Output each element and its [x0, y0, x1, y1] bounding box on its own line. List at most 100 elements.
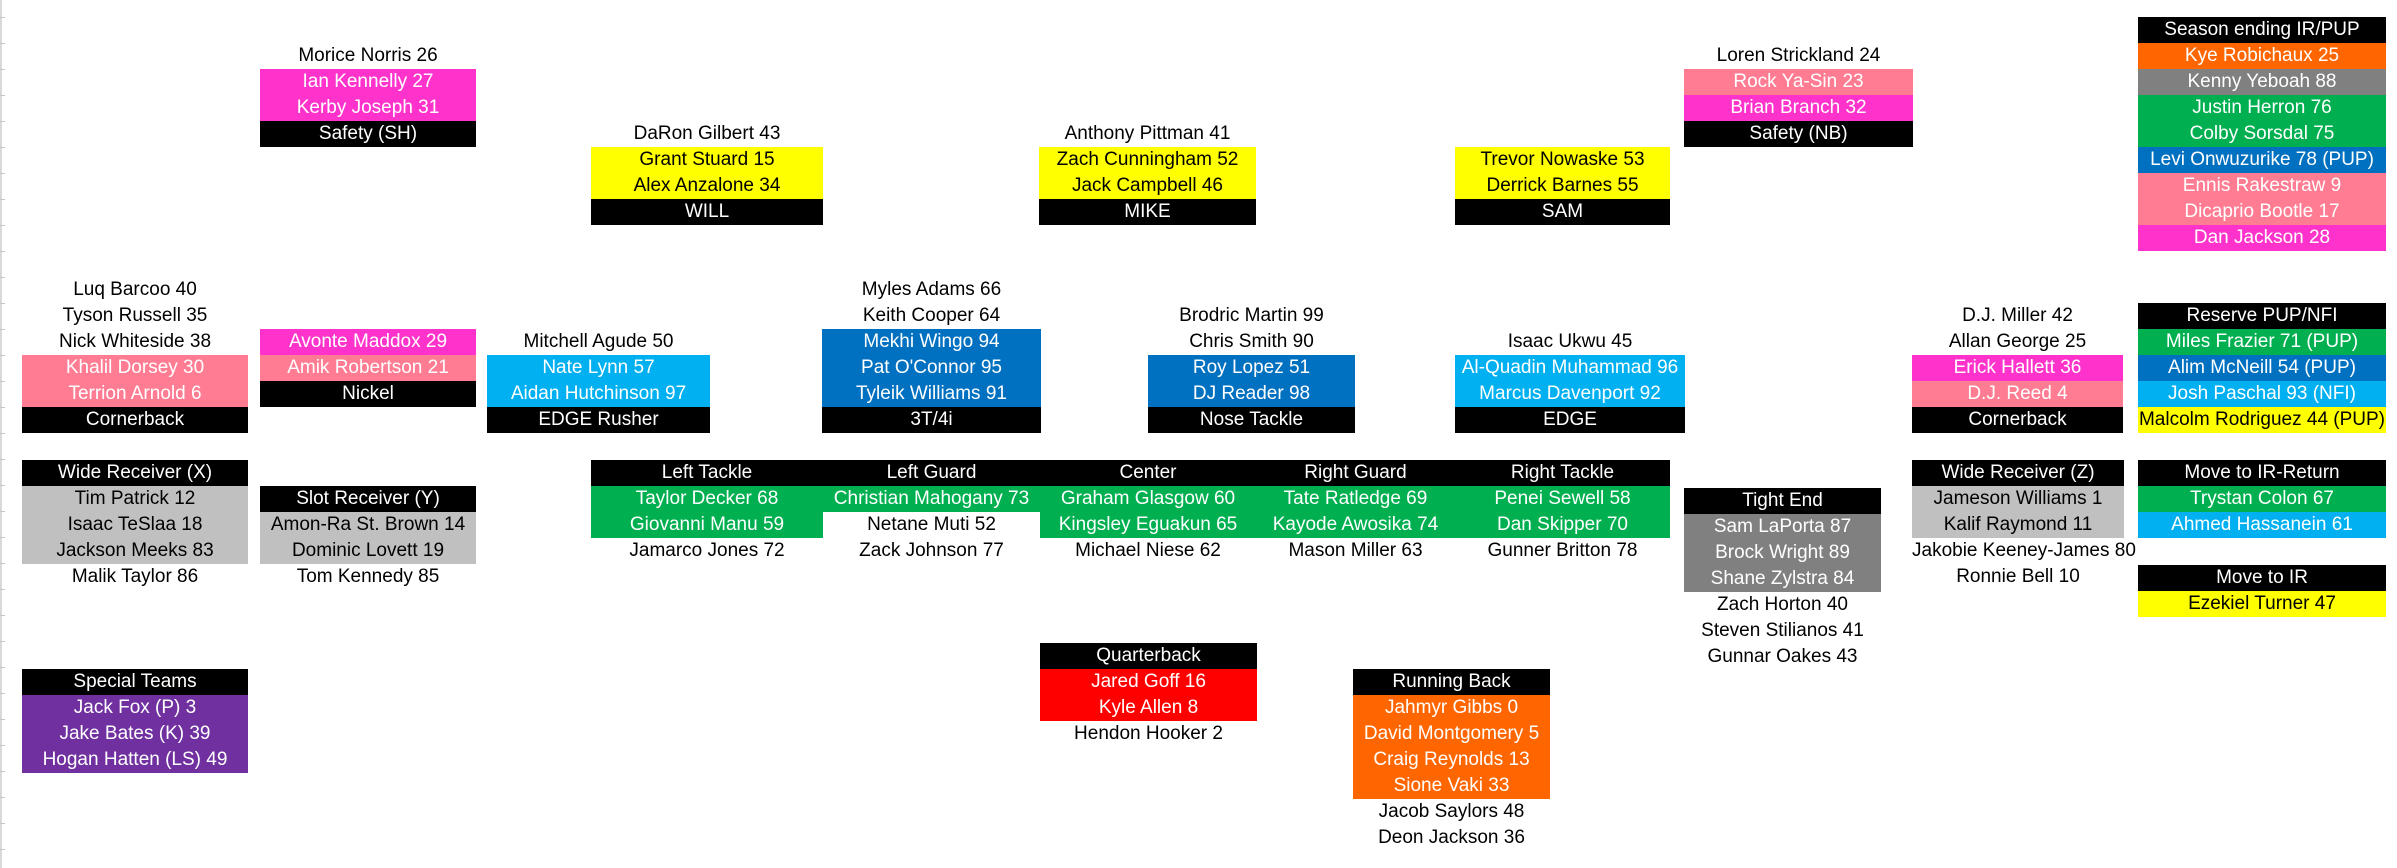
player-cell[interactable]: Erick Hallett 36	[1912, 355, 2123, 381]
player-cell[interactable]: Jacob Saylors 48	[1378, 801, 1525, 822]
player-cell[interactable]: Hendon Hooker 2	[1074, 723, 1223, 744]
player-cell[interactable]: Alim McNeill 54 (PUP)	[2138, 355, 2386, 381]
position-header[interactable]: Slot Receiver (Y)	[260, 486, 476, 512]
player-cell[interactable]: Ian Kennelly 27	[260, 69, 476, 95]
player-cell[interactable]: Chris Smith 90	[1189, 331, 1314, 352]
player-cell[interactable]: Jared Goff 16	[1040, 669, 1257, 695]
player-cell[interactable]: Derrick Barnes 55	[1455, 173, 1670, 199]
player-cell[interactable]: Aidan Hutchinson 97	[487, 381, 710, 407]
player-cell[interactable]: Isaac TeSlaa 18	[22, 512, 248, 538]
player-cell[interactable]: Ahmed Hassanein 61	[2138, 512, 2386, 538]
player-cell[interactable]: Trystan Colon 67	[2138, 486, 2386, 512]
player-cell[interactable]: Al-Quadin Muhammad 96	[1455, 355, 1685, 381]
player-cell[interactable]: Mason Miller 63	[1288, 540, 1423, 561]
position-header[interactable]: Left Guard	[823, 460, 1040, 486]
position-header[interactable]: MIKE	[1039, 199, 1256, 225]
player-cell[interactable]: Brock Wright 89	[1684, 540, 1881, 566]
player-cell[interactable]: Grant Stuard 15	[591, 147, 823, 173]
position-header[interactable]: Move to IR-Return	[2138, 460, 2386, 486]
player-cell[interactable]: David Montgomery 5	[1353, 721, 1550, 747]
player-cell[interactable]: Deon Jackson 36	[1378, 827, 1525, 848]
player-cell[interactable]: Jake Bates (K) 39	[22, 721, 248, 747]
position-header[interactable]: Safety (NB)	[1684, 121, 1913, 147]
player-cell[interactable]: Sam LaPorta 87	[1684, 514, 1881, 540]
player-cell[interactable]: Avonte Maddox 29	[260, 329, 476, 355]
player-cell[interactable]: Gunner Britton 78	[1487, 540, 1638, 561]
player-cell[interactable]: Zach Horton 40	[1717, 594, 1848, 615]
position-header[interactable]: Left Tackle	[591, 460, 823, 486]
player-cell[interactable]: Craig Reynolds 13	[1353, 747, 1550, 773]
player-cell[interactable]: Ronnie Bell 10	[1956, 566, 2080, 587]
player-cell[interactable]: Malik Taylor 86	[71, 566, 199, 587]
player-cell[interactable]: Nate Lynn 57	[487, 355, 710, 381]
player-cell[interactable]: Graham Glasgow 60	[1040, 486, 1256, 512]
player-cell[interactable]: Rock Ya-Sin 23	[1684, 69, 1913, 95]
player-cell[interactable]: Nick Whiteside 38	[58, 331, 212, 352]
player-cell[interactable]: Myles Adams 66	[861, 279, 1002, 300]
player-cell[interactable]: Dan Skipper 70	[1455, 512, 1670, 538]
position-header[interactable]: EDGE Rusher	[487, 407, 710, 433]
player-cell[interactable]: Keith Cooper 64	[862, 305, 1001, 326]
position-header[interactable]: Center	[1040, 460, 1256, 486]
position-header[interactable]: Quarterback	[1040, 643, 1257, 669]
position-header[interactable]: WILL	[591, 199, 823, 225]
player-cell[interactable]: Tyleik Williams 91	[822, 381, 1041, 407]
position-header[interactable]: Cornerback	[1912, 407, 2123, 433]
position-header[interactable]: Season ending IR/PUP	[2138, 17, 2386, 43]
position-header[interactable]: Safety (SH)	[260, 121, 476, 147]
position-header[interactable]: Nose Tackle	[1148, 407, 1355, 433]
player-cell[interactable]: Dominic Lovett 19	[260, 538, 476, 564]
player-cell[interactable]: Luq Barcoo 40	[73, 279, 197, 300]
player-cell[interactable]: D.J. Miller 42	[1962, 305, 2073, 326]
player-cell[interactable]: Dan Jackson 28	[2138, 225, 2386, 251]
player-cell[interactable]: Penei Sewell 58	[1455, 486, 1670, 512]
player-cell[interactable]: Kerby Joseph 31	[260, 95, 476, 121]
position-header[interactable]: Reserve PUP/NFI	[2138, 303, 2386, 329]
player-cell[interactable]: DJ Reader 98	[1148, 381, 1355, 407]
player-cell[interactable]: Zach Cunningham 52	[1039, 147, 1256, 173]
player-cell[interactable]: Gunnar Oakes 43	[1707, 646, 1858, 667]
player-cell[interactable]: Kyle Allen 8	[1040, 695, 1257, 721]
player-cell[interactable]: Taylor Decker 68	[591, 486, 823, 512]
player-cell[interactable]: Mitchell Agude 50	[523, 331, 674, 352]
position-header[interactable]: Wide Receiver (Z)	[1912, 460, 2124, 486]
player-cell[interactable]: Ezekiel Turner 47	[2138, 591, 2386, 617]
player-cell[interactable]: Jack Campbell 46	[1039, 173, 1256, 199]
player-cell[interactable]: Michael Niese 62	[1075, 540, 1221, 561]
position-header[interactable]: Nickel	[260, 381, 476, 407]
player-cell[interactable]: Miles Frazier 71 (PUP)	[2138, 329, 2386, 355]
player-cell[interactable]: Jahmyr Gibbs 0	[1353, 695, 1550, 721]
position-header[interactable]: Wide Receiver (X)	[22, 460, 248, 486]
player-cell[interactable]: Malcolm Rodriguez 44 (PUP)	[2138, 407, 2386, 433]
player-cell[interactable]: Allan George 25	[1948, 331, 2087, 352]
player-cell[interactable]: Kingsley Eguakun 65	[1040, 512, 1256, 538]
player-cell[interactable]: Colby Sorsdal 75	[2138, 121, 2386, 147]
player-cell[interactable]: DaRon Gilbert 43	[633, 123, 781, 144]
player-cell[interactable]: Terrion Arnold 6	[22, 381, 248, 407]
player-cell[interactable]: Kalif Raymond 11	[1912, 512, 2124, 538]
player-cell[interactable]: Steven Stilianos 41	[1701, 620, 1864, 641]
player-cell[interactable]: Zack Johnson 77	[859, 540, 1004, 561]
player-cell[interactable]: Jackson Meeks 83	[22, 538, 248, 564]
player-cell[interactable]: Dicaprio Bootle 17	[2138, 199, 2386, 225]
position-header[interactable]: Right Tackle	[1455, 460, 1670, 486]
player-cell[interactable]: Kenny Yeboah 88	[2138, 69, 2386, 95]
position-header[interactable]: 3T/4i	[822, 407, 1041, 433]
player-cell[interactable]: Brodric Martin 99	[1179, 305, 1324, 326]
position-header[interactable]: EDGE	[1455, 407, 1685, 433]
player-cell[interactable]: Hogan Hatten (LS) 49	[22, 747, 248, 773]
player-cell[interactable]: Mekhi Wingo 94	[822, 329, 1041, 355]
player-cell[interactable]: Christian Mahogany 73	[823, 486, 1040, 512]
player-cell[interactable]: Sione Vaki 33	[1353, 773, 1550, 799]
player-cell[interactable]: Pat O'Connor 95	[822, 355, 1041, 381]
player-cell[interactable]: Tate Ratledge 69	[1256, 486, 1455, 512]
player-cell[interactable]: Shane Zylstra 84	[1684, 566, 1881, 592]
player-cell[interactable]: D.J. Reed 4	[1912, 381, 2123, 407]
position-header[interactable]: SAM	[1455, 199, 1670, 225]
player-cell[interactable]: Levi Onwuzurike 78 (PUP)	[2138, 147, 2386, 173]
player-cell[interactable]: Jack Fox (P) 3	[22, 695, 248, 721]
player-cell[interactable]: Isaac Ukwu 45	[1507, 331, 1633, 352]
position-header[interactable]: Move to IR	[2138, 565, 2386, 591]
player-cell[interactable]: Brian Branch 32	[1684, 95, 1913, 121]
player-cell[interactable]: Tim Patrick 12	[22, 486, 248, 512]
